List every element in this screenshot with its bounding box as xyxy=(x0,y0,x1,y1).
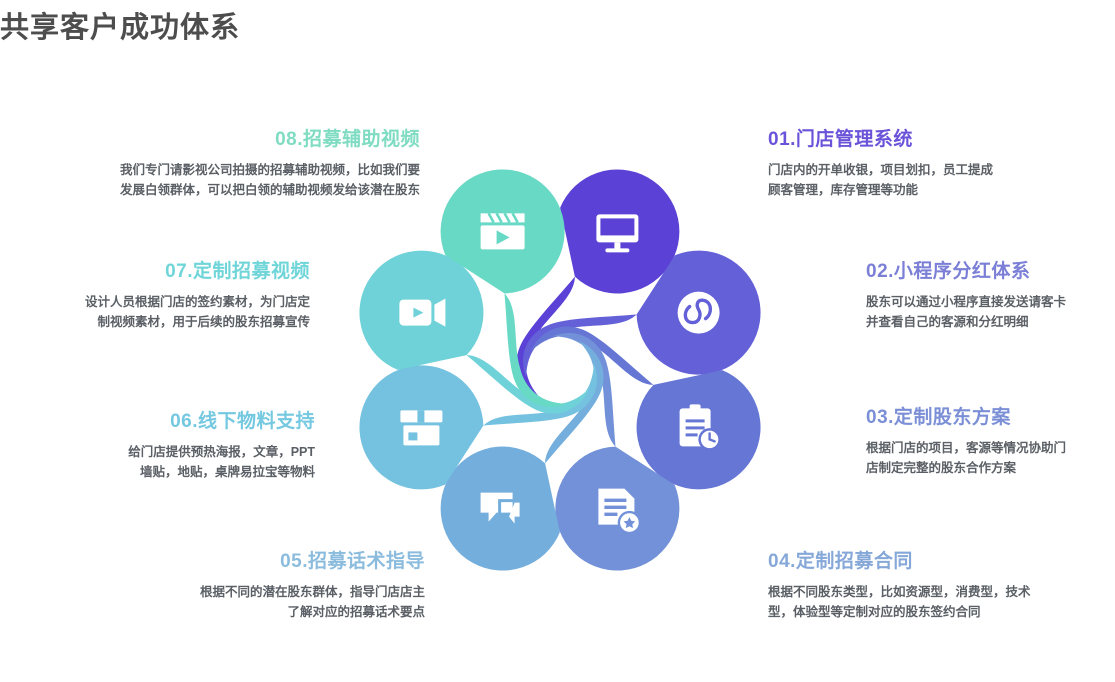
item-06[interactable]: 06.线下物料支持 给门店提供预热海报，文章，PPT 墙贴，地贴，桌牌易拉宝等物… xyxy=(30,406,315,483)
item-04[interactable]: 04.定制招募合同 根据不同股东类型，比如资源型，消费型，技术 型，体验型等定制… xyxy=(768,546,1108,623)
item-05-title: 05.招募话术指导 xyxy=(280,551,425,572)
clapperboard-icon xyxy=(480,212,525,250)
item-08-desc: 我们专门请影视公司拍摄的招募辅助视频，比如我们要 发展白领群体，可以把白领的辅助… xyxy=(119,163,420,198)
item-03-title: 03.定制股东方案 xyxy=(866,407,1011,428)
item-07-title: 07.定制招募视频 xyxy=(165,261,310,282)
item-01-desc: 门店内的开单收银，项目划扣，员工提成 顾客管理，库存管理等功能 xyxy=(768,163,994,198)
item-01[interactable]: 01.门店管理系统 门店内的开单收银，项目划扣，员工提成 顾客管理，库存管理等功… xyxy=(768,124,1098,201)
item-02-title: 02.小程序分红体系 xyxy=(866,261,1031,282)
item-02[interactable]: 02.小程序分红体系 股东可以通过小程序直接发送请客卡 并查看自己的客源和分红明… xyxy=(866,256,1115,333)
item-02-desc: 股东可以通过小程序直接发送请客卡 并查看自己的客源和分红明细 xyxy=(866,295,1067,330)
item-06-title: 06.线下物料支持 xyxy=(170,411,315,432)
document-star-icon xyxy=(598,488,642,535)
package-box-icon xyxy=(400,410,443,446)
item-05[interactable]: 05.招募话术指导 根据不同的潜在股东群体，指导门店店主 了解对应的招募话术要点 xyxy=(30,546,425,623)
item-01-title: 01.门店管理系统 xyxy=(768,129,913,150)
item-06-desc: 给门店提供预热海报，文章，PPT 墙贴，地贴，桌牌易拉宝等物料 xyxy=(128,445,315,480)
item-08-title: 08.招募辅助视频 xyxy=(275,129,420,150)
item-07[interactable]: 07.定制招募视频 设计人员根据门店的签约素材，为门店定 制视频素材，用于后续的… xyxy=(10,256,310,333)
item-05-desc: 根据不同的潜在股东群体，指导门店店主 了解对应的招募话术要点 xyxy=(199,585,425,620)
item-07-desc: 设计人员根据门店的签约素材，为门店定 制视频素材，用于后续的股东招募宣传 xyxy=(84,295,310,330)
chat-bubbles-icon xyxy=(480,492,524,531)
mini-program-icon xyxy=(677,291,720,334)
item-08[interactable]: 08.招募辅助视频 我们专门请影视公司拍摄的招募辅助视频，比如我们要 发展白领群… xyxy=(30,124,420,201)
pinwheel-diagram xyxy=(330,105,790,635)
item-04-desc: 根据不同股东类型，比如资源型，消费型，技术 型，体验型等定制对应的股东签约合同 xyxy=(768,585,1031,620)
item-03-desc: 根据门店的项目，客源等情况协助门 店制定完整的股东合作方案 xyxy=(866,441,1067,476)
item-04-title: 04.定制招募合同 xyxy=(768,551,913,572)
clipboard-clock-icon xyxy=(679,404,721,451)
monitor-icon xyxy=(596,214,639,253)
video-camera-icon xyxy=(399,298,446,327)
page-title: 共享客户成功体系 xyxy=(0,12,241,44)
item-03[interactable]: 03.定制股东方案 根据门店的项目，客源等情况协助门 店制定完整的股东合作方案 xyxy=(866,402,1115,479)
